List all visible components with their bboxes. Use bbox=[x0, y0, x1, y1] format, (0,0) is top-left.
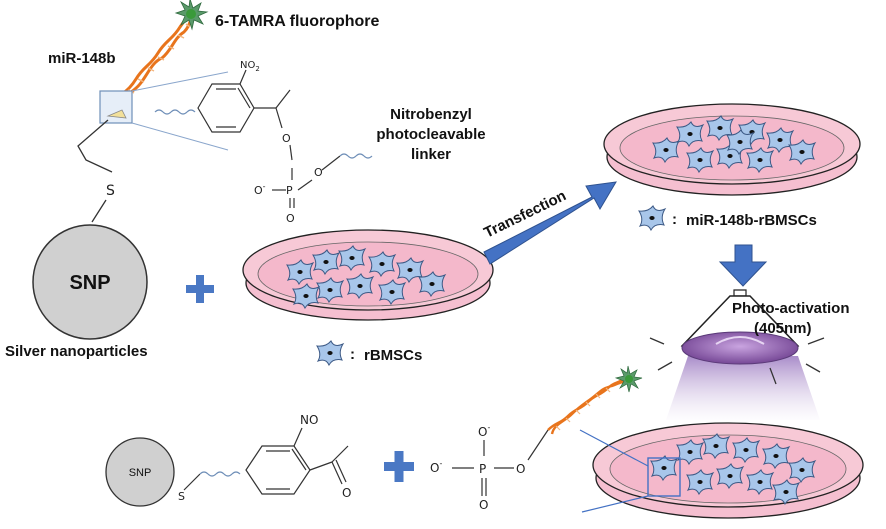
cell-zoom-line-top bbox=[579, 429, 649, 467]
tether-chain bbox=[77, 119, 113, 173]
silver-np-label: Silver nanoparticles bbox=[5, 343, 148, 360]
released-mirna-helix bbox=[547, 378, 625, 435]
transfection-arrow bbox=[483, 181, 617, 265]
linker-oxygen-1: O bbox=[282, 132, 291, 145]
snp-particle bbox=[32, 224, 148, 340]
nitrobenzyl-structure bbox=[154, 69, 373, 208]
linker-label-2: photocleavable bbox=[376, 126, 485, 143]
fluorophore-star-small bbox=[614, 365, 643, 393]
down-arrow bbox=[718, 244, 768, 287]
phos-oxygen-bottom: O bbox=[479, 498, 488, 512]
linker-label-1: Nitrobenzyl bbox=[390, 106, 472, 123]
rbmscs-label: rBMSCs bbox=[364, 347, 422, 364]
legend-colon-1: : bbox=[350, 346, 355, 363]
mirna-label: miR-148b bbox=[48, 50, 116, 67]
phos-o-minus-left: O- bbox=[430, 459, 442, 475]
fluorophore-label: 6-TAMRA fluorophore bbox=[215, 13, 380, 30]
wavelength-label: (405nm) bbox=[754, 320, 812, 337]
zoom-line-bottom bbox=[131, 122, 229, 151]
s-bond bbox=[91, 199, 107, 223]
light-beam bbox=[666, 356, 820, 420]
linker-phosphorus: P bbox=[286, 184, 293, 197]
transfected-cells-label: miR-148b-rBMSCs bbox=[686, 212, 817, 229]
plus-sign-bottom bbox=[384, 451, 414, 482]
linker-label-3: linker bbox=[411, 146, 451, 163]
fluorophore-star bbox=[174, 0, 209, 31]
zoom-line-top bbox=[131, 71, 229, 92]
snp-label: SNP bbox=[69, 272, 110, 294]
nitroso-product-structure bbox=[183, 427, 349, 495]
linker-highlight bbox=[106, 109, 127, 119]
nitroso-group: NO bbox=[300, 413, 318, 427]
linker-oxygen-2: O bbox=[286, 212, 295, 225]
photo-activation-label: Photo-activation bbox=[732, 300, 850, 317]
phos-phosphorus: P bbox=[479, 462, 486, 476]
legend-transfected-cell-icon bbox=[638, 205, 666, 231]
lamp bbox=[649, 289, 825, 420]
dish-rbmscs bbox=[242, 229, 494, 321]
legend-cell-icon bbox=[316, 340, 344, 366]
phos-oxygen-right: O bbox=[516, 462, 525, 476]
sulfur-atom-2: S bbox=[178, 490, 185, 503]
cell-zoom-box bbox=[647, 457, 681, 497]
nitro-group: NO2 bbox=[240, 60, 260, 73]
dish-transfected bbox=[603, 103, 861, 196]
snp-small-label: SNP bbox=[129, 467, 152, 479]
dish-activated bbox=[592, 422, 864, 519]
linker-oxygen-3: O bbox=[314, 166, 323, 179]
cell-zoom-line-bottom bbox=[581, 495, 649, 513]
plus-sign-top bbox=[186, 275, 214, 303]
linker-o-minus: O- bbox=[254, 182, 266, 197]
zoom-box bbox=[99, 90, 133, 124]
snp-particle-small bbox=[105, 437, 175, 507]
sulfur-atom: S bbox=[106, 183, 115, 199]
phosphate-structure bbox=[452, 429, 549, 496]
phos-o-minus-top: O- bbox=[478, 423, 490, 439]
legend-colon-2: : bbox=[672, 211, 677, 228]
ketone-oxygen: O bbox=[342, 486, 351, 500]
